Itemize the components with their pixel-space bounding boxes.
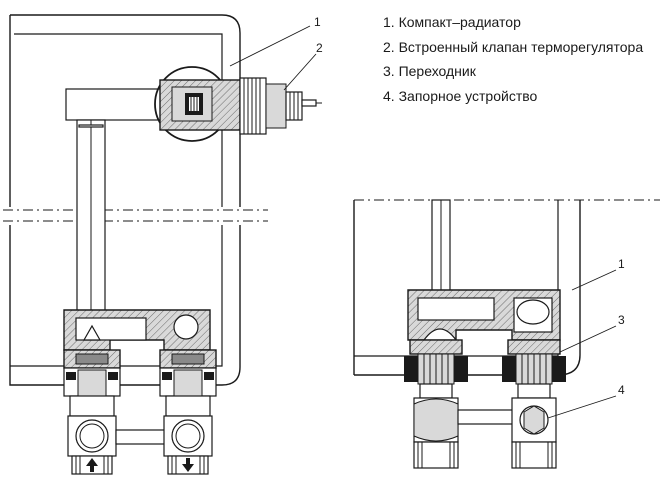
left-bottom-manifold [63,309,211,351]
flow-up-arrow-icon [86,458,98,472]
left-shutoff-valves [63,349,217,475]
right-adapters [404,339,566,385]
left-inner-pipe [65,88,170,316]
right-shutoff-left [413,383,459,469]
flow-down-arrow-icon [182,458,194,472]
right-adapter-left [404,339,468,385]
left-supply-valve [63,349,121,475]
right-adapter-block [407,289,561,341]
right-inner-pipe [431,199,451,293]
legend-item-compact-radiator: 1. Компакт–радиатор [383,14,521,30]
legend-item-adapter: 3. Переходник [383,63,476,79]
right-shutoff-right [511,383,557,469]
right-radiator-section [353,199,660,376]
callout-right-adapter: 3 [618,313,625,327]
left-radiator-section [3,14,268,386]
left-return-valve [159,349,217,475]
callout-left-radiator: 1 [314,15,321,29]
callout-right-shutoff: 4 [618,383,625,397]
right-shutoff-device [413,383,557,469]
left-thermostatic-valve [154,66,322,142]
left-callouts: 1 2 [229,15,323,91]
legend: 1. Компакт–радиатор 2. Встроенный клапан… [383,10,643,108]
legend-item-thermostatic-valve: 2. Встроенный клапан терморегулятора [383,38,644,55]
callout-left-valve: 2 [316,41,323,55]
legend-item-shutoff-device: 4. Запорное устройство [383,87,538,104]
callout-right-radiator: 1 [618,257,625,271]
right-adapter-right [502,339,566,385]
right-callouts: 1 3 4 [547,257,625,419]
